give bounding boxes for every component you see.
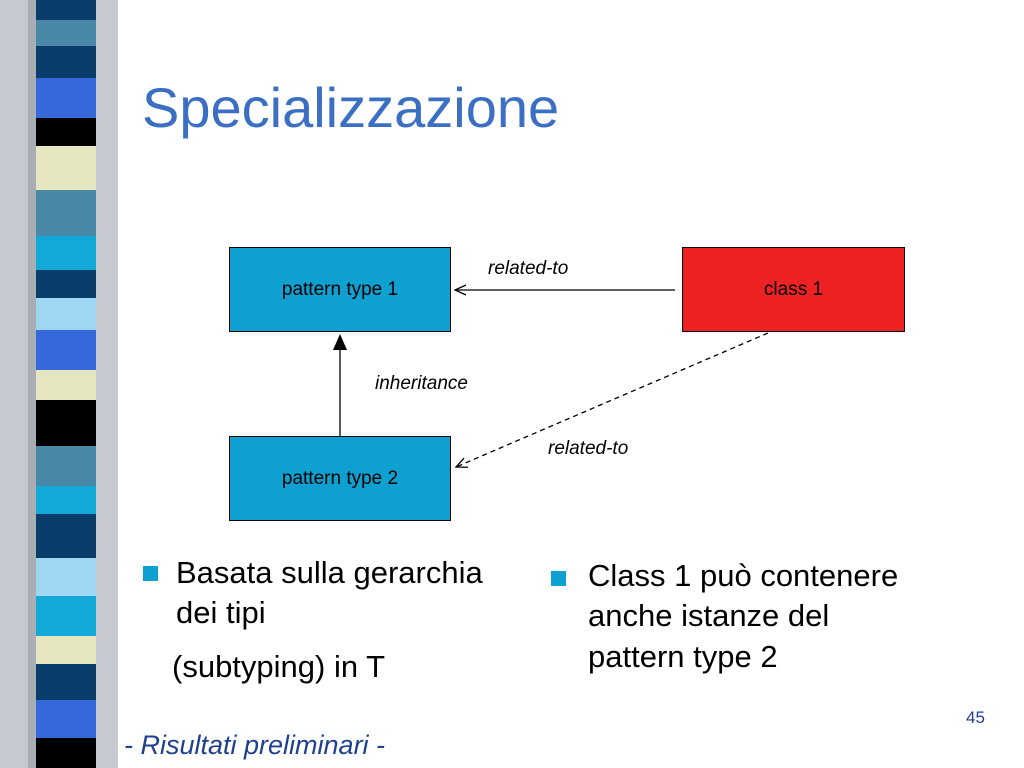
bullet-left-continuation: (subtyping) in T bbox=[172, 649, 386, 684]
bullet-square-icon bbox=[551, 571, 566, 586]
slide-footer: - Risultati preliminari - bbox=[124, 730, 386, 760]
slide-title: Specializzazione bbox=[142, 76, 560, 139]
node-class-1-label: class 1 bbox=[763, 278, 824, 300]
bullet-square-icon bbox=[143, 566, 158, 581]
node-pattern-type-2-label: pattern type 2 bbox=[281, 467, 399, 489]
edge-label-related-to-2: related-to bbox=[548, 438, 629, 459]
edge-inheritance-arrowhead bbox=[333, 334, 347, 350]
node-pattern-type-2: pattern type 2 bbox=[229, 436, 451, 521]
decorative-left-stripe bbox=[0, 0, 118, 768]
page-number: 45 bbox=[966, 708, 985, 727]
bullet-left-text: Basata sulla gerarchia dei tipi bbox=[176, 555, 483, 631]
node-class-1: class 1 bbox=[682, 247, 905, 332]
edge-label-inheritance: inheritance bbox=[375, 373, 468, 394]
node-pattern-type-1: pattern type 1 bbox=[229, 247, 451, 332]
edge-label-related-to-1: related-to bbox=[488, 258, 569, 279]
node-pattern-type-1-label: pattern type 1 bbox=[281, 278, 399, 300]
bullet-right-text: Class 1 può contenere anche istanze del … bbox=[588, 558, 899, 674]
